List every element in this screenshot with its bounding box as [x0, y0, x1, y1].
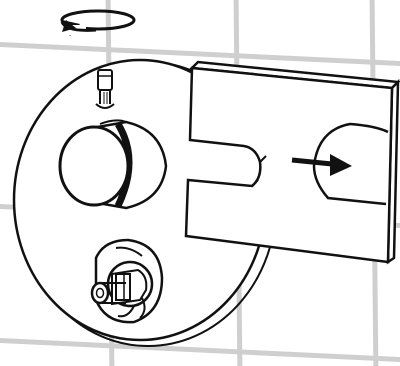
thermostat-knob: [60, 120, 166, 208]
diverter-handle: [92, 240, 162, 322]
